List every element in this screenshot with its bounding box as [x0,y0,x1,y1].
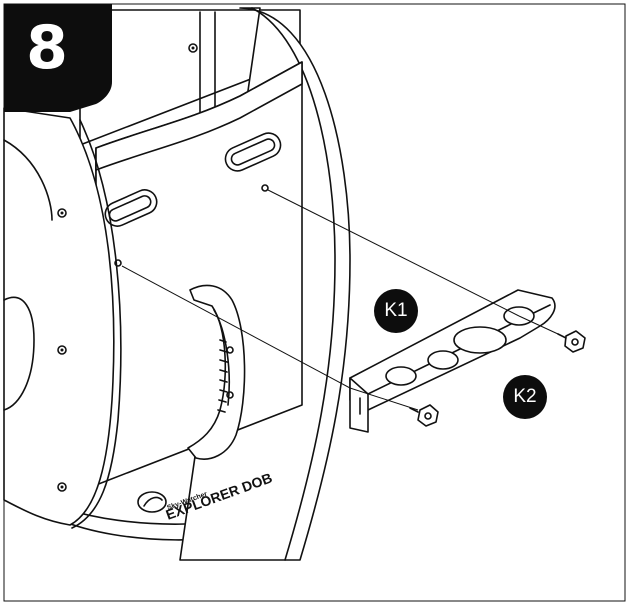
front-board [95,61,303,486]
screw-rear [557,330,586,353]
left-side-board [3,107,122,529]
pilot-hole-left [114,259,122,267]
bracket-hole-medium [427,350,459,370]
step-badge [4,4,112,112]
alignment-lines [121,189,559,411]
mounting-bracket [349,289,556,433]
callout-k2: K2 [503,375,547,419]
callout-k1: K1 [374,289,418,333]
bracket-hole-small [385,366,417,386]
pilot-hole-right [261,184,269,192]
slot-left [104,189,158,227]
slot-right [224,132,282,172]
step-number: 8 [26,13,68,83]
bracket-hole-large [453,326,507,354]
brand-logo [137,491,167,513]
screw-front [409,404,439,427]
